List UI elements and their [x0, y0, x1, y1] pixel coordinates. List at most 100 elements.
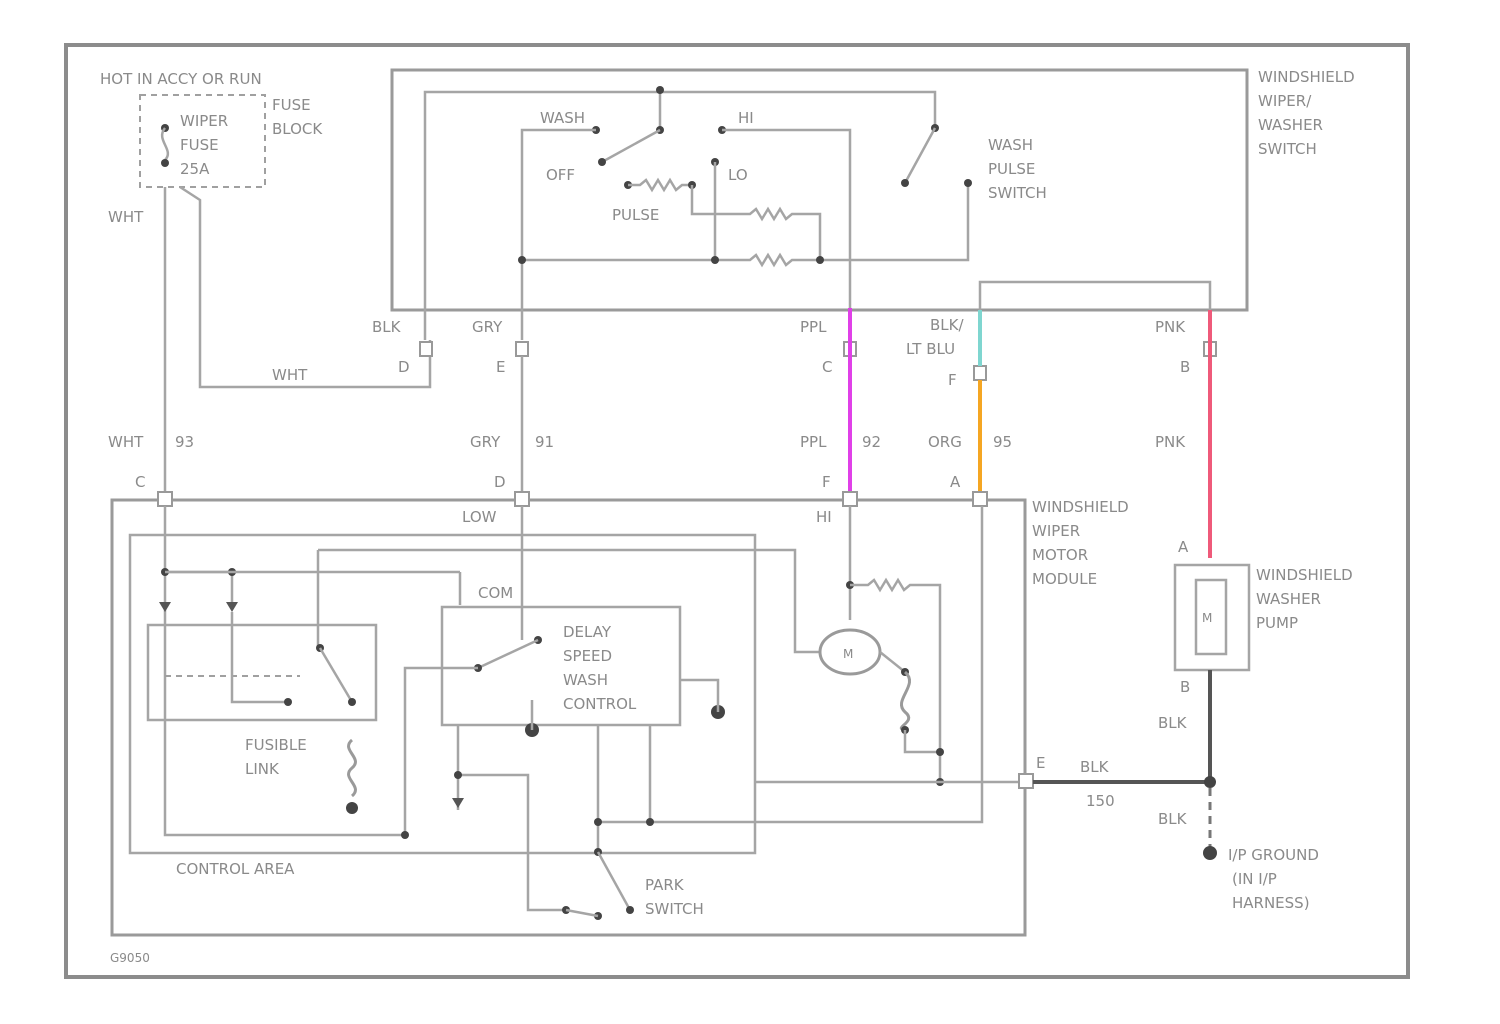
relay-dot: [284, 698, 292, 706]
motor-pin-d: D: [494, 473, 506, 491]
delay-label-2: SPEED: [563, 647, 612, 665]
mid-gry-circuit: 91: [535, 433, 554, 451]
bus-dot-2: [711, 256, 719, 264]
pulse-wire: [692, 185, 820, 260]
mpin-d: [515, 492, 529, 506]
mid-org-color: ORG: [928, 433, 962, 451]
wash-pulse-1: WASH: [988, 136, 1033, 154]
fuse-name-3: 25A: [180, 160, 210, 178]
conn-d-pin: D: [398, 358, 410, 376]
mpin-f: [843, 492, 857, 506]
delay-blade: [478, 640, 538, 668]
motor-out: [880, 652, 905, 672]
switch-common-dot: [656, 86, 664, 94]
mid-gry-color: GRY: [470, 433, 501, 451]
mid-ppl-circuit: 92: [862, 433, 881, 451]
wiper-switch: WINDSHIELD WIPER/ WASHER SWITCH WASH HI …: [392, 68, 1355, 340]
wash-pulse-blade: [905, 128, 935, 183]
lower-bus: [598, 506, 982, 822]
switch-outline: [392, 70, 1247, 310]
mid-org-circuit: 95: [993, 433, 1012, 451]
fuse-element: [162, 128, 168, 160]
motor-title-4: MODULE: [1032, 570, 1097, 588]
park-wire: [566, 910, 598, 916]
switch-blade: [602, 130, 660, 162]
motor-ground-wire: [905, 730, 940, 782]
control-area-label: CONTROL AREA: [176, 860, 295, 878]
ground-splice: [1204, 776, 1216, 788]
fusible-label-1: FUSIBLE: [245, 736, 307, 754]
ctrl-branch: [165, 572, 232, 608]
ctrl-arrow-right: [226, 602, 238, 612]
fuse-name-1: WIPER: [180, 112, 228, 130]
motor-title-2: WIPER: [1032, 522, 1080, 540]
pump-pin-a: A: [1178, 538, 1189, 556]
relay-box: [148, 625, 376, 720]
wash-pulse-2: PULSE: [988, 160, 1035, 178]
motor-pin-a: A: [950, 473, 961, 491]
delay-label-4: CONTROL: [563, 695, 637, 713]
switch-bottom-bus: [522, 185, 968, 265]
fusible-label-2: LINK: [245, 760, 280, 778]
conn-d-wire: BLK: [372, 318, 402, 336]
switch-title-3: WASHER: [1258, 116, 1323, 134]
conn-e-wire: GRY: [472, 318, 503, 336]
switch-title-1: WINDSHIELD: [1258, 68, 1355, 86]
bus-dot-3: [816, 256, 824, 264]
delay-label-3: WASH: [563, 671, 608, 689]
conn-c-pin: C: [822, 358, 832, 376]
motor-pin-e: E: [1036, 754, 1045, 772]
fusible-contact: [348, 698, 356, 706]
motor-pin-c: C: [135, 473, 145, 491]
park-label-1: PARK: [645, 876, 685, 894]
hot-label: HOT IN ACCY OR RUN: [100, 70, 262, 88]
pin-e: [516, 342, 528, 356]
mid-wht-color: WHT: [108, 433, 144, 451]
park-blade: [598, 852, 630, 910]
lower-arrow: [452, 798, 464, 808]
conn-f-pin: F: [948, 371, 957, 389]
fusible-ground: [346, 802, 358, 814]
lower-dot-1: [454, 771, 462, 779]
motor-title-1: WINDSHIELD: [1032, 498, 1129, 516]
wht-label-lower: WHT: [272, 366, 308, 384]
fusible-coil: [349, 740, 356, 796]
lower-wire-2: [458, 775, 566, 910]
lower-dot-2: [594, 818, 602, 826]
motor-coil: [901, 672, 909, 730]
mid-wht-circuit: 93: [175, 433, 194, 451]
pin-d: [420, 342, 432, 356]
outer-frame: [66, 45, 1408, 977]
label-motor-hi: HI: [816, 508, 832, 526]
conn-b-wire: PNK: [1155, 318, 1186, 336]
park-contact-right: [626, 906, 634, 914]
pulse-resistor: [628, 180, 692, 190]
delay-dot-left: [401, 831, 409, 839]
label-low: LOW: [462, 508, 497, 526]
switch-connector: BLK D GRY E PPL C BLK/ LT BLU F PNK B: [372, 316, 1216, 389]
ground-circuit: 150: [1086, 792, 1115, 810]
label-wash: WASH: [540, 109, 585, 127]
ground-blk1: BLK: [1158, 714, 1188, 732]
mpin-c: [158, 492, 172, 506]
ground-blk2: BLK: [1080, 758, 1110, 776]
mpin-e: [1019, 774, 1033, 788]
ctrl-wht-down: [165, 506, 405, 835]
conn-b-pin: B: [1180, 358, 1190, 376]
ground-point: [1203, 846, 1217, 860]
mpin-a: [973, 492, 987, 506]
motor-gnd-dot-1: [936, 748, 944, 756]
pump-m: M: [1202, 611, 1212, 625]
wash-pulse-contact-right: [964, 179, 972, 187]
wash-pulse-contact-left: [901, 179, 909, 187]
switch-title-2: WIPER/: [1258, 92, 1312, 110]
ground-label-1: I/P GROUND: [1228, 846, 1319, 864]
park-label-2: SWITCH: [645, 900, 704, 918]
pump-title-3: PUMP: [1256, 614, 1298, 632]
wash-pulse-3: SWITCH: [988, 184, 1047, 202]
conn-f-wire-2: LT BLU: [906, 340, 955, 358]
label-hi: HI: [738, 109, 754, 127]
switch-title-4: SWITCH: [1258, 140, 1317, 158]
motor-pin-f: F: [822, 473, 831, 491]
